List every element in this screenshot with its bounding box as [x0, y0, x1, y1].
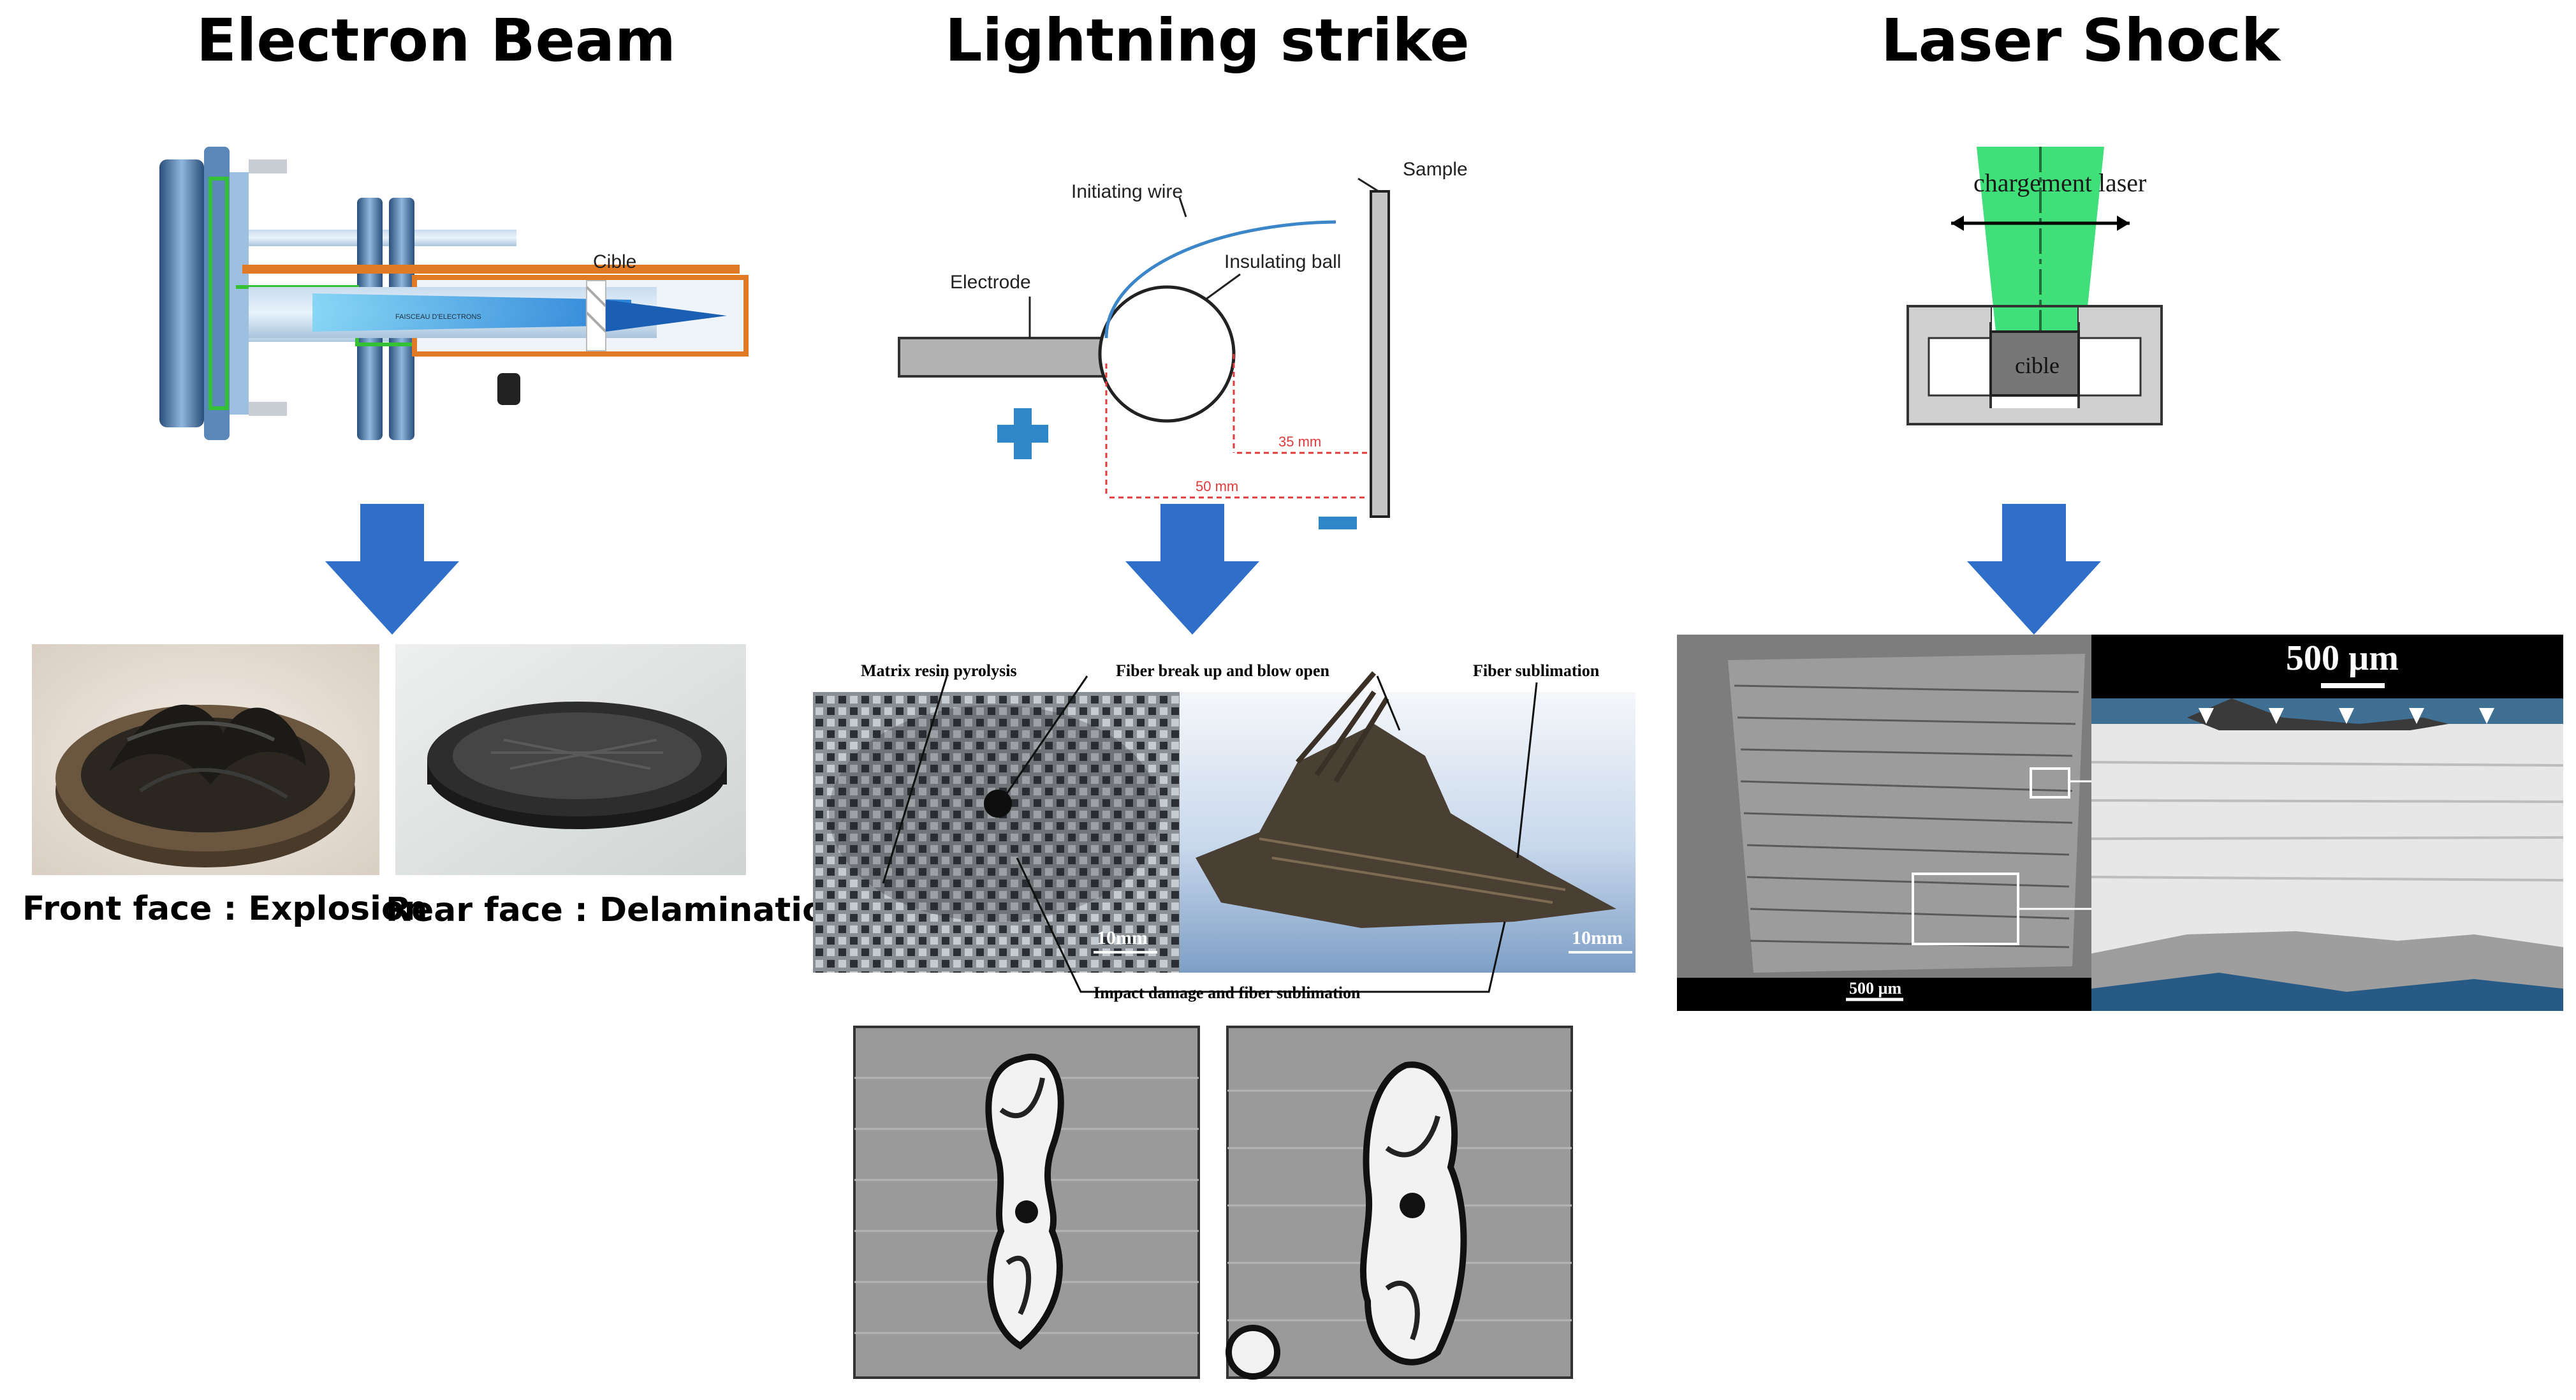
electron-beam-device: Cible FAISCEAU D'ELECTRONS — [159, 147, 749, 440]
cscan-left — [848, 1021, 1205, 1384]
laser-setup-diagram: chargement laser cible — [1906, 147, 2163, 425]
lightning-damage-photos: Matrix resin pyrolysis Fiber break up an… — [813, 647, 1648, 1008]
label-matrix-resin: Matrix resin pyrolysis — [861, 661, 1017, 680]
label-fiber-sublimation: Fiber sublimation — [1473, 661, 1600, 680]
title-laser-shock: Laser Shock — [1881, 6, 2280, 75]
lightning-setup-diagram: Initiating wire Sample Electrode Insulat… — [898, 159, 1468, 529]
caption-front-face: Front face : Explosion — [22, 890, 428, 928]
arrow-down-icon — [325, 504, 459, 635]
label-impact-damage: Impact damage and fiber sublimation — [1094, 984, 1361, 1002]
cscan-right — [1221, 1021, 1578, 1384]
scale-10mm-left: 10mm — [1097, 927, 1148, 948]
scale-500um-sem: 500 µm — [1849, 979, 1901, 998]
arrow-down-icon — [1967, 504, 2101, 635]
label-chargement-laser: chargement laser — [1973, 168, 2146, 197]
title-lightning-strike: Lightning strike — [945, 6, 1470, 75]
label-initiating-wire: Initiating wire — [1071, 181, 1183, 202]
photo-front-face — [32, 644, 379, 875]
label-faisceau: FAISCEAU D'ELECTRONS — [395, 313, 481, 321]
label-cible: Cible — [593, 251, 636, 272]
label-35mm: 35 mm — [1278, 434, 1321, 450]
laser-3d-reconstruction: 500 µm — [2091, 635, 2563, 1011]
label-electrode: Electrode — [950, 272, 1031, 293]
label-50mm: 50 mm — [1196, 478, 1238, 494]
label-insulating-ball: Insulating ball — [1224, 251, 1341, 272]
scale-500um-3d: 500 µm — [2286, 638, 2399, 678]
scale-10mm-right: 10mm — [1572, 927, 1623, 948]
photo-rear-face — [395, 644, 746, 875]
arrow-down-icon — [1125, 504, 1259, 635]
label-fiber-break: Fiber break up and blow open — [1116, 661, 1330, 680]
label-sample: Sample — [1403, 159, 1468, 180]
title-electron-beam: Electron Beam — [196, 6, 676, 75]
laser-sem-micrograph: 500 µm — [1677, 635, 2130, 1011]
caption-rear-face: Rear face : Delamination — [386, 891, 849, 929]
label-cible-target: cible — [2015, 353, 2060, 378]
